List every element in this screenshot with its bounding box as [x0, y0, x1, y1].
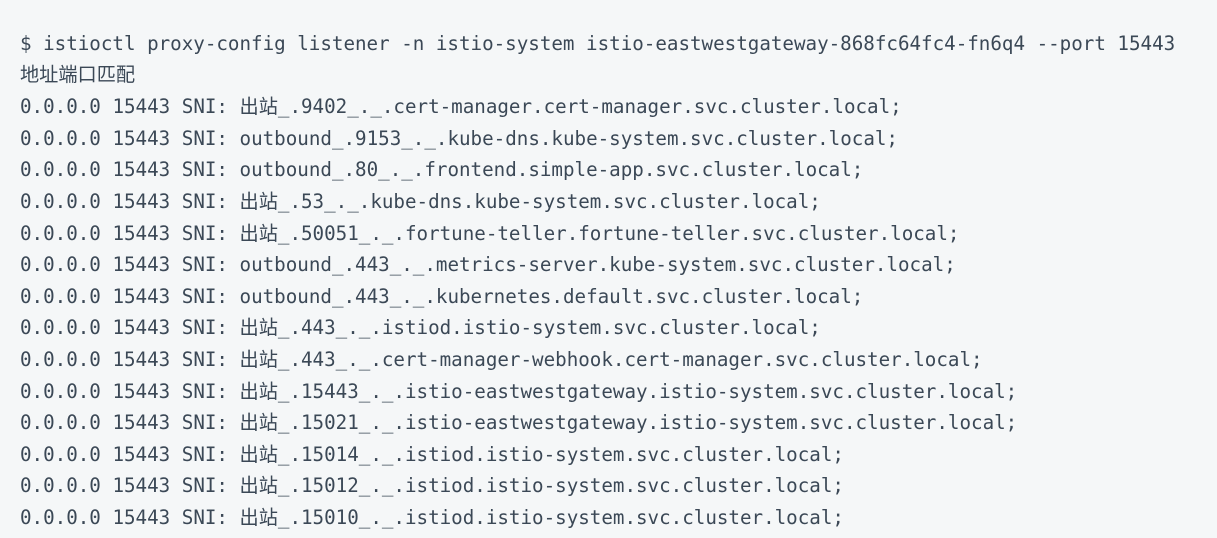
listener-address: 0.0.0.0 — [20, 95, 101, 119]
listener-address: 0.0.0.0 — [20, 126, 101, 150]
listener-address: 0.0.0.0 — [20, 442, 101, 466]
listener-port: 15443 — [112, 316, 171, 340]
listener-port: 15443 — [112, 379, 171, 403]
listener-port: 15443 — [112, 284, 171, 308]
listener-port: 15443 — [112, 474, 171, 498]
listener-match: SNI: outbound_.443_._.metrics-server.kub… — [181, 253, 956, 277]
listener-row: 0.0.0.0 15443 SNI: outbound_.9153_._.kub… — [20, 123, 1207, 155]
listener-row: 0.0.0.0 15443 SNI: 出站_.53_._.kube-dns.ku… — [20, 186, 1207, 218]
listener-row: 0.0.0.0 15443 SNI: outbound_.443_._.kube… — [20, 281, 1207, 313]
listener-row: 0.0.0.0 15443 SNI: 出站_.443_._.istiod.ist… — [20, 312, 1207, 344]
listener-match: SNI: 出站_.50051_._.fortune-teller.fortune… — [181, 221, 960, 245]
listener-port: 15443 — [112, 158, 171, 182]
listener-row: 0.0.0.0 15443 SNI: 出站_.9402_._.cert-mana… — [20, 91, 1207, 123]
listener-row: 0.0.0.0 15443 SNI: 出站_.15010_._.istiod.i… — [20, 502, 1207, 534]
listener-port: 15443 — [112, 411, 171, 435]
listener-row: 0.0.0.0 15443 SNI: 出站_.443_._.cert-manag… — [20, 344, 1207, 376]
listener-row: 0.0.0.0 15443 SNI: 出站_.15014_._.istiod.i… — [20, 439, 1207, 471]
listener-match: SNI: 出站_.15010_._.istiod.istio-system.sv… — [181, 505, 844, 529]
listener-address: 0.0.0.0 — [20, 221, 101, 245]
listener-match: SNI: 出站_.53_._.kube-dns.kube-system.svc.… — [181, 189, 821, 213]
listener-match: SNI: 出站_.9402_._.cert-manager.cert-manag… — [181, 95, 902, 119]
listener-row: 0.0.0.0 15443 SNI: 出站_.50051_._.fortune-… — [20, 218, 1207, 250]
listener-port: 15443 — [112, 221, 171, 245]
listener-address: 0.0.0.0 — [20, 284, 101, 308]
listener-address: 0.0.0.0 — [20, 411, 101, 435]
listener-address: 0.0.0.0 — [20, 316, 101, 340]
listener-port: 15443 — [112, 126, 171, 150]
listener-address: 0.0.0.0 — [20, 253, 101, 277]
listener-match: SNI: 出站_.443_._.istiod.istio-system.svc.… — [181, 316, 821, 340]
listener-address: 0.0.0.0 — [20, 347, 101, 371]
listener-row: 0.0.0.0 15443 SNI: outbound_.443_._.metr… — [20, 249, 1207, 281]
listener-match: SNI: outbound_.80_._.frontend.simple-app… — [181, 158, 864, 182]
listener-row: 0.0.0.0 15443 SNI: 出站_.15443_._.istio-ea… — [20, 376, 1207, 408]
listener-match: SNI: 出站_.443_._.cert-manager-webhook.cer… — [181, 347, 983, 371]
listener-port: 15443 — [112, 505, 171, 529]
listener-port: 15443 — [112, 347, 171, 371]
listener-address: 0.0.0.0 — [20, 379, 101, 403]
listener-address: 0.0.0.0 — [20, 189, 101, 213]
listener-address: 0.0.0.0 — [20, 158, 101, 182]
listener-port: 15443 — [112, 253, 171, 277]
listener-port: 15443 — [112, 95, 171, 119]
listener-match: SNI: 出站_.15012_._.istiod.istio-system.sv… — [181, 474, 844, 498]
command-line: $ istioctl proxy-config listener -n isti… — [20, 32, 1176, 55]
listener-port: 15443 — [112, 189, 171, 213]
listener-match: SNI: outbound_.443_._.kubernetes.default… — [181, 284, 864, 308]
listener-address: 0.0.0.0 — [20, 474, 101, 498]
listener-row: 0.0.0.0 15443 SNI: outbound_.80_._.front… — [20, 154, 1207, 186]
listener-row: 0.0.0.0 15443 SNI: 出站_.15021_._.istio-ea… — [20, 407, 1207, 439]
listener-match: SNI: 出站_.15443_._.istio-eastwestgateway.… — [181, 379, 1018, 403]
listener-match: SNI: 出站_.15021_._.istio-eastwestgateway.… — [181, 411, 1018, 435]
listener-address: 0.0.0.0 — [20, 505, 101, 529]
columns-header: 地址端口匹配 — [20, 64, 136, 86]
listener-row: 0.0.0.0 15443 SNI: 出站_.15012_._.istiod.i… — [20, 470, 1207, 502]
listener-port: 15443 — [112, 442, 171, 466]
listener-match: SNI: outbound_.9153_._.kube-dns.kube-sys… — [181, 126, 898, 150]
listener-match: SNI: 出站_.15014_._.istiod.istio-system.sv… — [181, 442, 844, 466]
